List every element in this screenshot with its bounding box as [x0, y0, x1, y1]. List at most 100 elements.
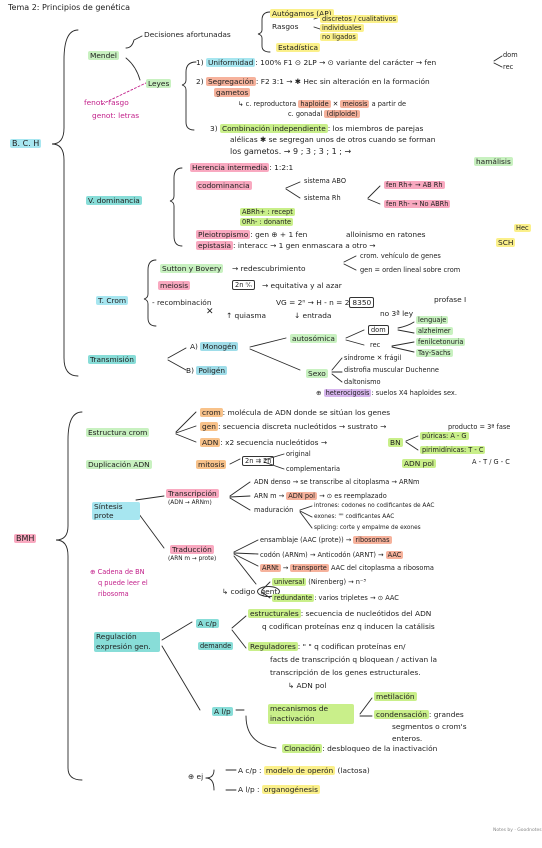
transcripcion-step: ADN denso → se transcribe al citoplasma …	[254, 478, 420, 486]
rasgos-item: discretos / cualitativos	[320, 15, 399, 23]
splicing-text: splicing: corte y empalme de exones	[314, 525, 421, 531]
sexo-item: síndrome ✕ frágil	[344, 354, 402, 362]
mitosis-text: mitosis	[196, 460, 227, 469]
dom-box: dom	[368, 325, 389, 335]
codominancia-text: codominancia	[196, 181, 252, 190]
autosomica-text: autosómica	[290, 334, 337, 343]
disease-item: lenguaje	[416, 316, 449, 324]
acp-label: A c/p	[196, 619, 219, 628]
intrones-text: intrones: codones no codificantes de AAC	[314, 503, 435, 509]
sutton-r1: crom. vehículo de genes	[360, 252, 441, 260]
ensamblaje-line: ensamblaje (AAC (prote)) → ribosomas	[260, 536, 392, 544]
ley3-line2: alélicas ✱ se segregan unos de otros cua…	[230, 135, 436, 144]
quiasma-text: ↑ quiasma	[226, 311, 267, 320]
ley2-detail-2: c. gonadal (diploide)	[288, 110, 360, 118]
reguladores-line-3: transcripción de los genes estructurales…	[270, 668, 421, 677]
epistasia-line: epistasia: interacc → 1 gen enmascara a …	[196, 241, 376, 250]
orh-text: 0Rh- : donante	[240, 218, 294, 226]
sutton-result: → redescubrimiento	[232, 264, 306, 273]
meiosis-text: meiosis	[158, 281, 191, 290]
ejemplo-label: ⊕ ej	[188, 772, 204, 781]
sexo-item: distrofia muscular Duchenne	[344, 366, 439, 374]
sintesis-label: Síntesis prote	[92, 502, 140, 520]
complementaria-text: complementaria	[286, 465, 341, 473]
transmision-label: Transmisión	[88, 355, 136, 364]
bch-root-label: B. C. H	[10, 139, 42, 148]
traduccion-sub: (ARN m → prote)	[168, 556, 217, 562]
sexo-item: daltonismo	[344, 378, 381, 386]
meiosis-box: 2n ⁿ⁄ₙ	[232, 280, 255, 290]
rec-text: rec	[370, 341, 381, 349]
profase-text: profase I	[434, 295, 467, 304]
page-title: Tema 2: Principios de genética	[8, 3, 131, 12]
rec-text: rec	[503, 63, 514, 71]
transcripcion-label: Transcripción	[166, 489, 219, 498]
atgc-text: A - T / G - C	[472, 458, 510, 466]
ley3-line3: los gametos. → 9 ; 3 ; 3 ; 1 ; →	[230, 147, 352, 156]
cadena-note: ⊕ Cadena de BN	[90, 568, 145, 576]
exones-text: exones: "" codificantes AAC	[314, 514, 395, 520]
mendel-label: Mendel	[88, 51, 119, 60]
estructura-label: Estructura crom	[86, 428, 150, 437]
ley3-note: no 3ª ley	[380, 309, 414, 318]
traduccion-label: Traducción	[170, 545, 214, 554]
meiosis-result: → equitativa y al azar	[262, 281, 342, 290]
leyes-label: Leyes	[146, 79, 172, 88]
bmh-root-label: BMH	[14, 534, 37, 543]
maduracion-text: maduración	[254, 506, 294, 514]
disease-item: alzheimer	[416, 327, 453, 335]
signature-watermark: Notes by · Goodnotes	[493, 828, 542, 833]
demande-label: demande	[198, 642, 234, 650]
ley1: 1) Uniformidad: 100% F1 ⊙ 2LP → ⊙ varian…	[196, 58, 437, 67]
monogen-line: A) Monogén	[190, 342, 239, 351]
adn-line: ADN: x2 secuencia nucleótidos →	[200, 438, 328, 447]
ley2: 2) Segregación: F2 3:1 → ✱ Hec sin alter…	[196, 77, 430, 86]
codon-line: codón (ARNm) → Anticodón (ARNT) → AAC	[260, 551, 404, 559]
alloinismo-text: alloinismo en ratones	[346, 230, 426, 239]
puricas-text: púricas: A - G	[420, 432, 469, 440]
twon-box: 2n ⇉ 2n	[242, 456, 275, 466]
ley2-detail: ↳ c. reproductora haploide ✕ meiosis a p…	[238, 100, 407, 108]
fenot-note: fenot: rasgo	[84, 98, 129, 107]
estructurales-line-2: q codifican proteínas enz q inducen la c…	[262, 622, 435, 631]
hec-badge: Hec	[514, 224, 531, 232]
transcripcion-step-2: ARN m → ADN pol → ⊙ es reemplazado	[254, 492, 387, 500]
ley3: 3) Combinación independiente: los miembr…	[210, 124, 424, 133]
decisiones-text: Decisiones afortunadas	[144, 30, 231, 39]
mecanismos-text: mecanismos de inactivación	[268, 704, 354, 724]
sutton-text: Sutton y Bovery	[160, 264, 224, 273]
hamalisis-text: hamálisis	[474, 157, 513, 166]
codigo-gent: ↳ codigo gent	[222, 586, 281, 597]
tcrom-label: T. Crom	[96, 296, 129, 305]
metilacion-text: metilación	[374, 692, 417, 701]
dna-icon: ✕	[206, 307, 214, 317]
ejemplo-2: A l/p : organogénesis	[238, 785, 320, 794]
sutton-r2: gen = orden lineal sobre crom	[360, 266, 461, 274]
heterocigosis-line: ⊕ heterocigosis: suelos X4 haploides sex…	[316, 389, 457, 397]
recombinacion-text: - recombinación	[152, 298, 212, 307]
cadena-note: ribosoma	[98, 590, 129, 598]
arnt-line: ARNt → transporte AAC del citoplasma a r…	[260, 564, 434, 572]
original-text: original	[286, 450, 311, 458]
crom-line: crom: molécula de ADN donde se sitúan lo…	[200, 408, 391, 417]
sexo-text: Sexo	[306, 369, 328, 378]
adn-pol-badge: ADN pol	[402, 459, 436, 468]
reguladores-line: Reguladores: " " q codifican proteínas e…	[248, 642, 406, 651]
autogamos-text: Autógamos (AP)	[270, 9, 334, 18]
abrh-text: ABRh+ : recept	[240, 208, 295, 216]
rasgos-item: no ligados	[320, 33, 358, 41]
producto-text: producto = 3ª fase	[448, 423, 511, 431]
poligen-line: B) Poligén	[186, 366, 228, 375]
alp-label: A l/p	[212, 707, 233, 716]
herencia-line: Herencia intermedia: 1:2:1	[190, 163, 294, 172]
ejemplo-1: A c/p : modelo de operón (lactosa)	[238, 766, 370, 775]
vdom-label: V. dominancia	[86, 196, 142, 205]
estadistica-text: Estadística	[276, 43, 321, 52]
gen-line: gen: secuencia discreta nucleótidos → su…	[200, 422, 387, 431]
pleiotropismo-line: Pleiotropismo: gen ⊕ + 1 fen	[196, 230, 308, 239]
fen-rh-negative: fen Rh- → No ABRh	[384, 200, 451, 208]
dom-text: dom	[503, 51, 518, 59]
reguladores-line-4: ↳ ADN pol	[288, 681, 327, 690]
fen-rh-positive: fen Rh+ → AB Rh	[384, 181, 445, 189]
